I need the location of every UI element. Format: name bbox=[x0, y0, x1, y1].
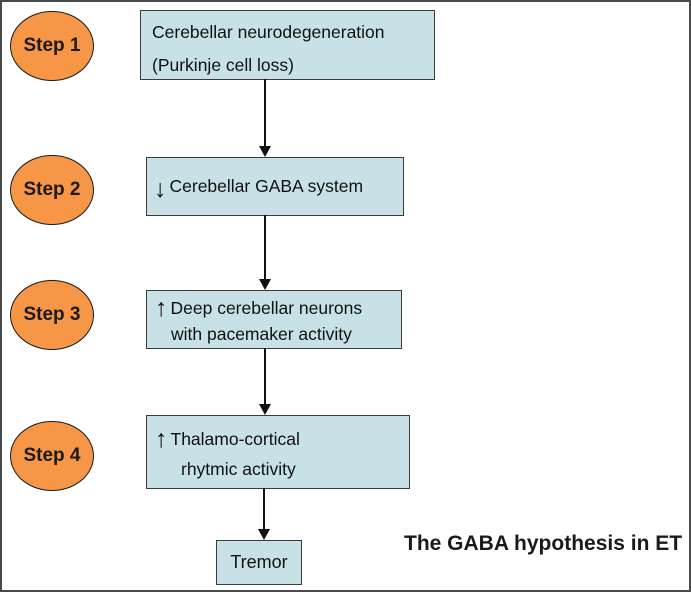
figure-caption: The GABA hypothesis in ET bbox=[404, 532, 683, 555]
step-4-label: Step 4 bbox=[23, 445, 81, 466]
box-text: Deep cerebellar neurons bbox=[170, 298, 363, 318]
step-4-ellipse: Step 4 bbox=[10, 421, 94, 491]
arrow-shaft bbox=[263, 348, 266, 404]
step-2-label: Step 2 bbox=[23, 179, 81, 200]
step-1-label: Step 1 bbox=[23, 35, 81, 56]
arrowhead-icon bbox=[257, 529, 270, 540]
up-arrow-icon: ↑ bbox=[155, 425, 168, 453]
box-text-line: with pacemaker activity bbox=[171, 324, 352, 344]
box-text-line: Cerebellar neurodegeneration bbox=[152, 22, 385, 42]
box-text-line: ↑Deep cerebellar neurons bbox=[155, 295, 401, 321]
box-text: Tremor bbox=[230, 552, 288, 572]
step-3-ellipse: Step 3 bbox=[10, 280, 94, 350]
box-deep-cerebellar-neurons: ↑Deep cerebellar neurons with pacemaker … bbox=[146, 290, 402, 349]
box-tremor: Tremor bbox=[216, 540, 302, 585]
box-cerebellar-neurodegeneration: Cerebellar neurodegeneration (Purkinje c… bbox=[140, 10, 435, 80]
arrow-shaft bbox=[262, 488, 265, 529]
arrowhead-icon bbox=[258, 404, 271, 415]
step-1-ellipse: Step 1 bbox=[10, 11, 94, 81]
connector-arrow-3 bbox=[258, 348, 271, 415]
connector-arrow-1 bbox=[258, 79, 271, 157]
box-text: Thalamo-cortical bbox=[170, 429, 300, 449]
arrow-shaft bbox=[263, 79, 266, 146]
arrow-shaft bbox=[263, 215, 266, 279]
arrowhead-icon bbox=[258, 279, 271, 290]
box-text-line: (Purkinje cell loss) bbox=[152, 55, 294, 75]
box-text-line: Cerebellar GABA system bbox=[169, 176, 364, 196]
up-arrow-icon: ↑ bbox=[155, 294, 168, 322]
step-2-ellipse: Step 2 bbox=[10, 155, 94, 225]
box-text-line: ↑Thalamo-cortical bbox=[155, 424, 409, 454]
box-text-line: rhytmic activity bbox=[181, 459, 296, 479]
connector-arrow-4 bbox=[257, 488, 270, 540]
arrowhead-icon bbox=[258, 146, 271, 157]
box-cerebellar-gaba-system: ↓ Cerebellar GABA system bbox=[146, 157, 404, 216]
step-3-label: Step 3 bbox=[23, 304, 81, 325]
box-thalamo-cortical: ↑Thalamo-cortical rhytmic activity bbox=[146, 415, 410, 489]
connector-arrow-2 bbox=[258, 215, 271, 290]
